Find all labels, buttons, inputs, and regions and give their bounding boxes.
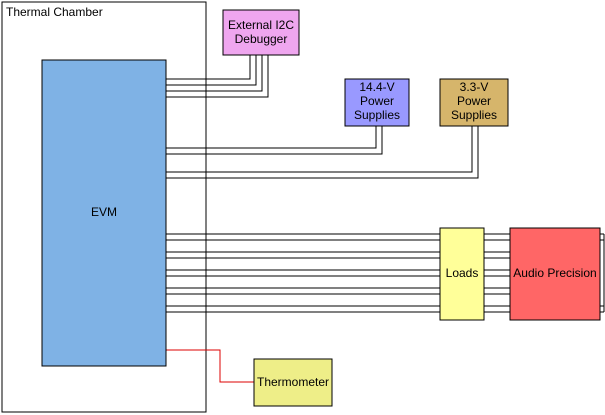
supply-14v-label-line2: Power [360,94,394,108]
supply-14v-label-line1: 14.4-V [359,80,394,94]
i2c-debugger-block [222,9,300,56]
i2c-debugger-label-line2: Debugger [235,32,288,46]
audio-precision-label: Audio Precision [513,266,596,280]
supply-3v3-label-line2: Power [457,94,491,108]
audio-precision-block [509,227,601,321]
supply-14v-wires [166,126,383,155]
supply-3v3-wires [166,126,479,179]
supply-3v3-label-line3: Supplies [451,108,497,122]
supply-3v3-block [439,78,509,127]
loads-to-audio-precision-wires [484,233,510,313]
thermometer-block [253,358,333,407]
thermal-chamber-label: Thermal Chamber [6,5,103,19]
audio-precision-output-wires [600,233,605,313]
loads-label: Loads [446,266,479,280]
supply-14v-block [344,78,410,127]
i2c-debugger-label-line1: External I2C [228,18,294,32]
evm-to-loads-wires [166,233,440,313]
thermal-chamber-box [1,1,207,413]
supply-3v3-label-line1: 3.3-V [460,80,489,94]
evm-block [41,59,167,367]
i2c-debugger-wires [166,55,269,98]
supply-14v-label-line3: Supplies [354,108,400,122]
loads-block [439,227,485,321]
evm-label: EVM [91,205,117,219]
thermometer-label: Thermometer [257,375,329,389]
thermometer-wire [166,349,254,383]
